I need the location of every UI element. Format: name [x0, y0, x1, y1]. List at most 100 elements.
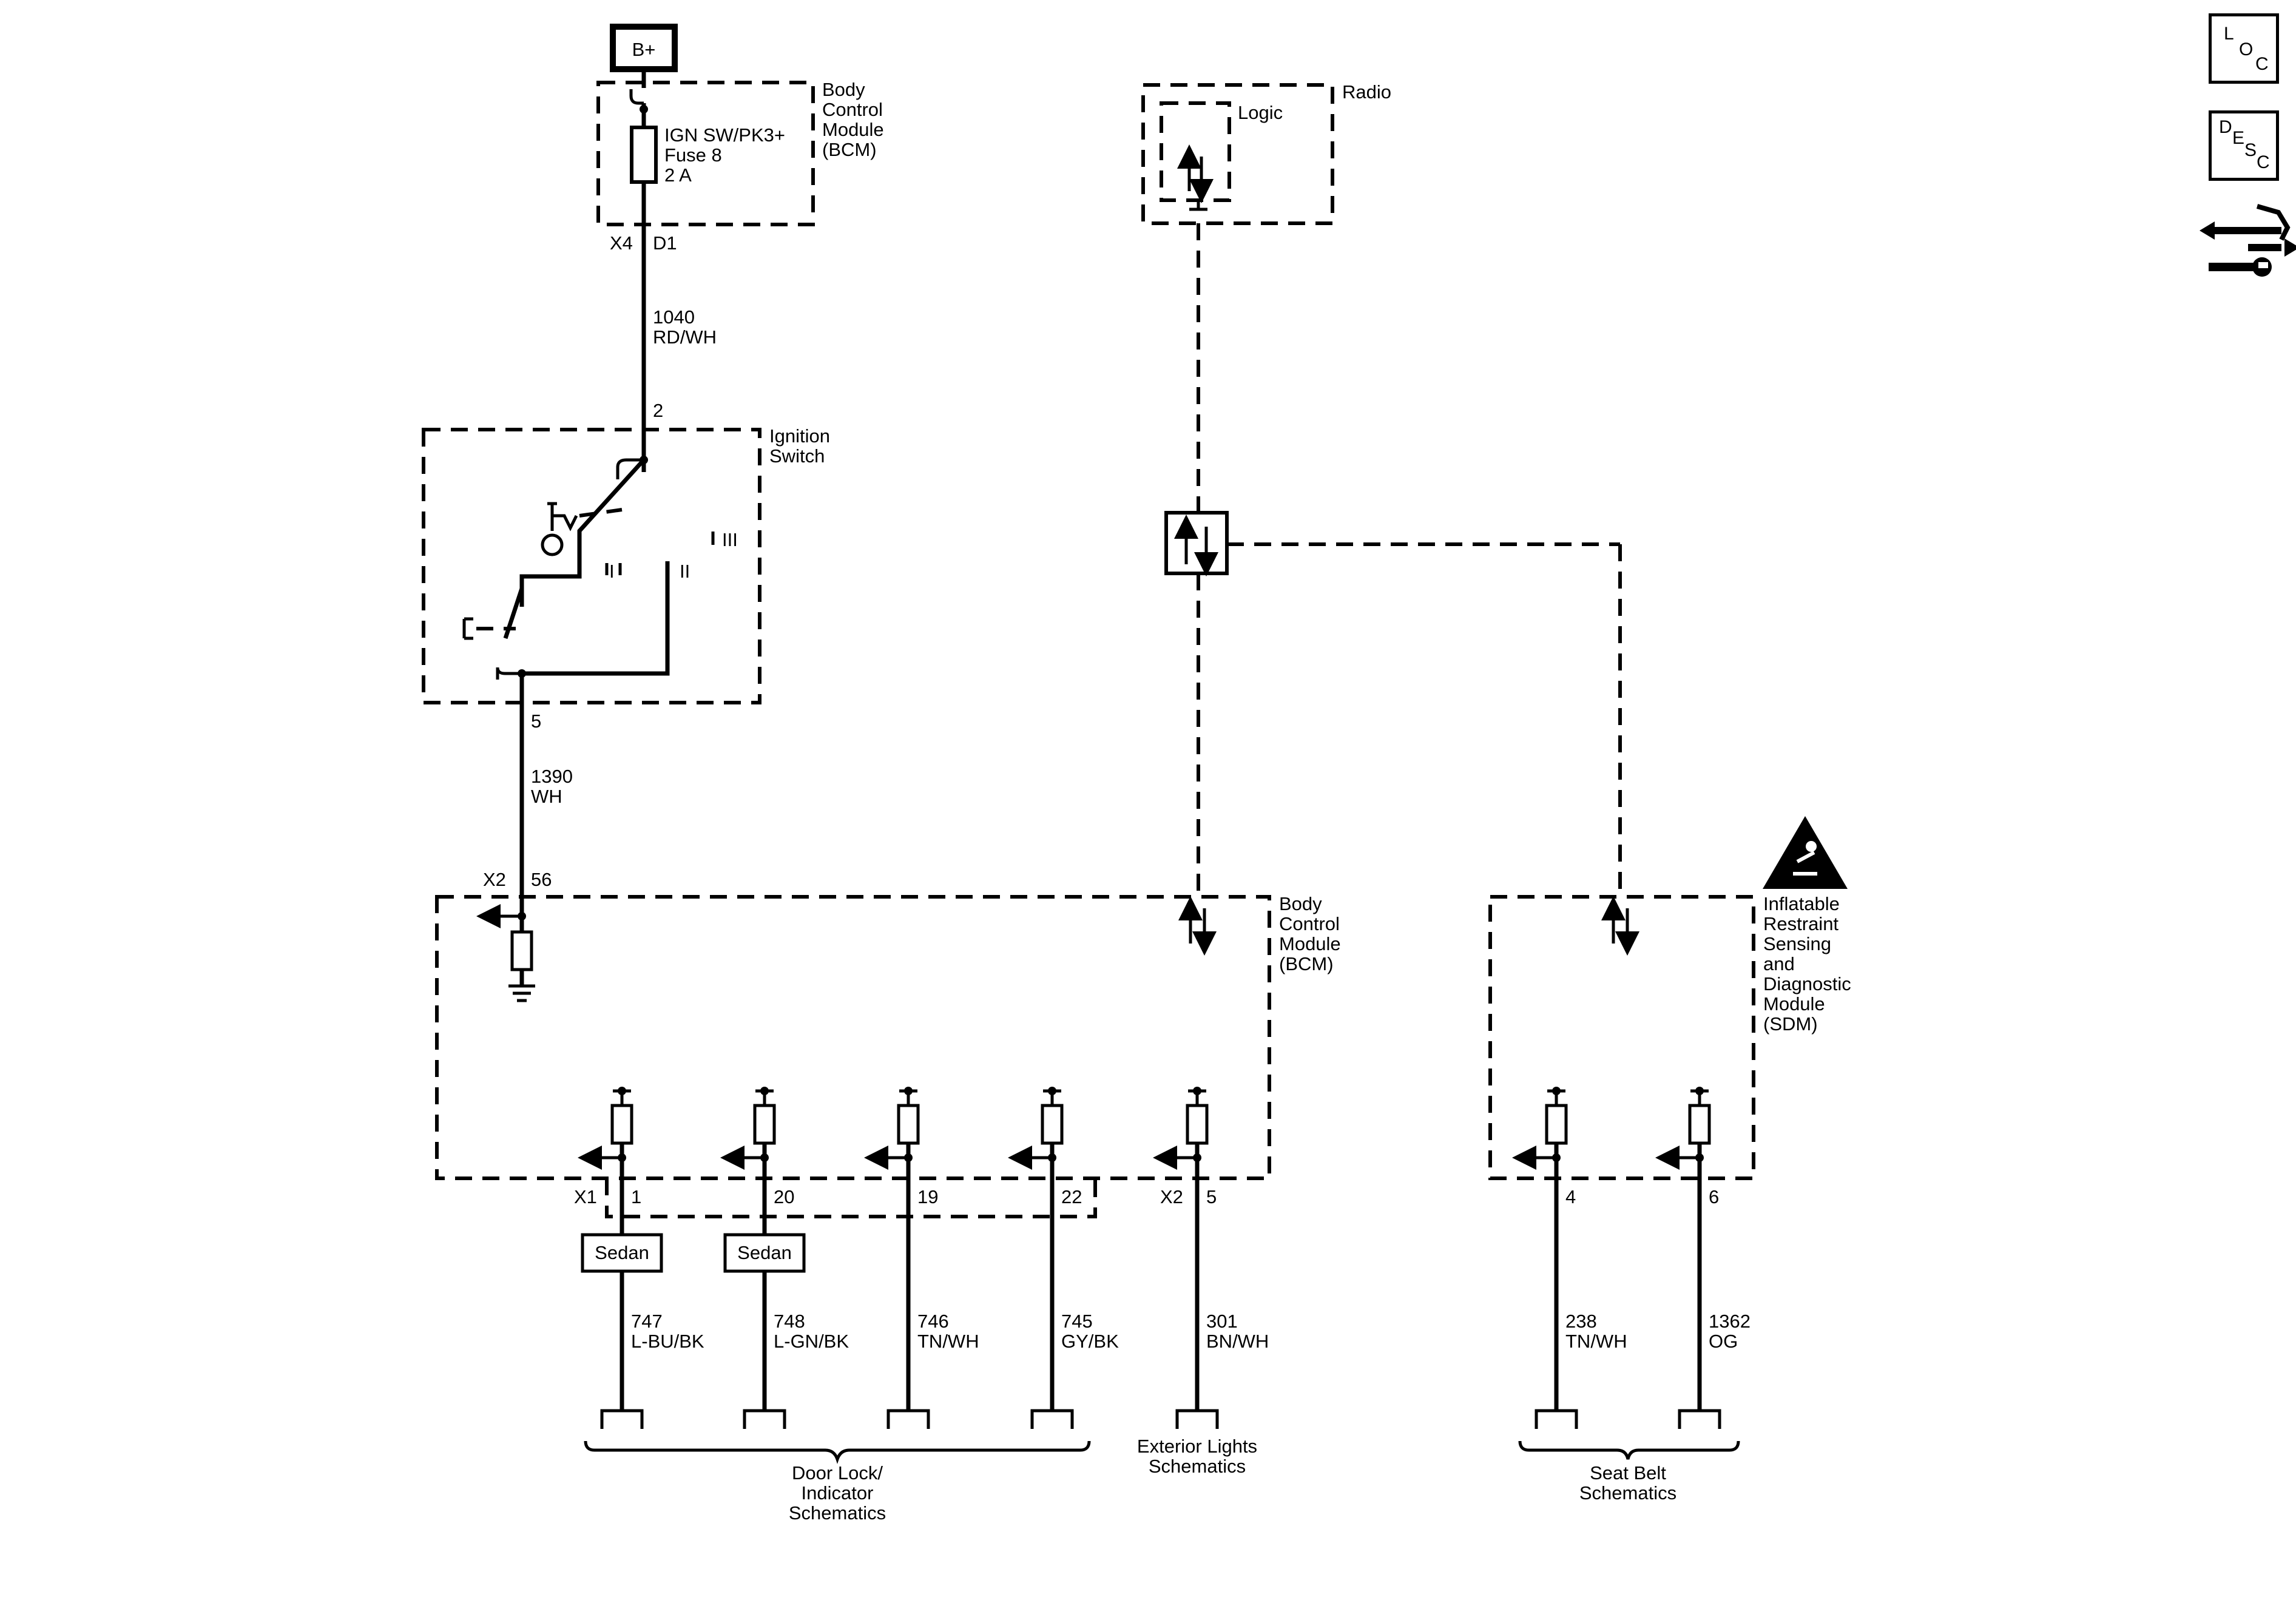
circuit-1040: 1040 [653, 306, 695, 328]
sdm-name-4: and [1763, 953, 1795, 974]
circuit-748: 748 [774, 1311, 805, 1332]
connector-x2-top: X2 [483, 869, 506, 890]
door-lock-brace [584, 1440, 1091, 1464]
circuit-1362: 1362 [1709, 1311, 1751, 1332]
sedan-option-box-1 [581, 1233, 663, 1273]
bcm-top-name-2: Control [822, 99, 883, 120]
ign-position-I: I [609, 561, 615, 582]
bcm-main-name-1: Body [1279, 893, 1322, 914]
circuit-1390: 1390 [531, 766, 573, 787]
sdm-name-5: Diagnostic [1763, 973, 1851, 994]
serial-data-gateway-symbol [1164, 511, 1229, 575]
sdm-pin-4: 4 [1565, 1186, 1576, 1207]
seat-belt-dest-2: Schematics [1579, 1482, 1676, 1504]
pin-20: 20 [774, 1186, 794, 1207]
circuit-238: 238 [1565, 1311, 1597, 1332]
bcm-output-3 [864, 1087, 930, 1429]
sdm-output-1 [1512, 1087, 1578, 1429]
connector-x4: X4 [610, 232, 633, 254]
desc-letter-d: D [2219, 117, 2232, 137]
bcm-top-name-4: (BCM) [822, 139, 877, 160]
sedan-label-2: Sedan [737, 1242, 792, 1263]
fuse-label-2: Fuse 8 [664, 144, 722, 166]
bcm-main-box [435, 895, 1271, 1180]
bcm-output-5 [1153, 1087, 1219, 1429]
bcm-main-name-2: Control [1279, 913, 1340, 934]
ground-symbol [508, 984, 535, 1002]
bcm-fuse-box [596, 81, 815, 226]
ignition-switch-box [422, 428, 761, 704]
seat-belt-dest-1: Seat Belt [1590, 1462, 1666, 1484]
connector-x1-outline [605, 1178, 1097, 1218]
battery-label: B+ [632, 39, 656, 60]
sdm-box [1488, 895, 1755, 1180]
wire-color-745: GY/BK [1061, 1331, 1119, 1352]
bcm-main-name-4: (BCM) [1279, 953, 1334, 974]
pin-1: 1 [631, 1186, 641, 1207]
wire-color-747: L-BU/BK [631, 1331, 704, 1352]
sdm-name-3: Sensing [1763, 933, 1831, 954]
bcm-output-channels [578, 1087, 1219, 1429]
wire-color-748: L-GN/BK [774, 1331, 849, 1352]
ign-position-III: III [722, 529, 738, 550]
ign-position-II: II [680, 561, 690, 582]
fuse-label-1: IGN SW/PK3+ [664, 124, 785, 146]
exterior-lights-dest-1: Exterior Lights [1137, 1436, 1257, 1457]
wire-color-1362: OG [1709, 1331, 1738, 1352]
door-lock-dest-3: Schematics [789, 1502, 886, 1524]
circuit-745: 745 [1061, 1311, 1093, 1332]
bcm-pulldown-resistor [510, 930, 533, 971]
sedan-label-1: Sedan [595, 1242, 649, 1263]
bcm-output-1 [578, 1087, 644, 1429]
location-icon[interactable]: L O C [2209, 13, 2279, 84]
wire-color-1390: WH [531, 786, 562, 807]
bcm-top-name-1: Body [822, 79, 865, 100]
pin-22: 22 [1061, 1186, 1082, 1207]
description-icon[interactable]: D E S C [2209, 110, 2279, 181]
connector-x1: X1 [574, 1186, 597, 1207]
sdm-output-2 [1655, 1087, 1721, 1429]
radio-box [1141, 83, 1334, 225]
loc-letter-o: O [2239, 39, 2254, 59]
ign-name-1: Ignition [769, 425, 830, 447]
ign-name-2: Switch [769, 445, 825, 467]
desc-letter-e: E [2232, 128, 2245, 148]
door-lock-dest-2: Indicator [802, 1482, 874, 1504]
circuit-747: 747 [631, 1311, 663, 1332]
sdm-name-1: Inflatable [1763, 893, 1840, 914]
airbag-warning-icon [1763, 816, 1848, 889]
wire-color-1040: RD/WH [653, 326, 717, 348]
bcm-output-2 [720, 1087, 786, 1429]
bcm-main-name-3: Module [1279, 933, 1341, 954]
ign-pin-2: 2 [653, 400, 663, 421]
door-lock-dest-1: Door Lock/ [792, 1462, 883, 1484]
exterior-lights-dest-2: Schematics [1149, 1456, 1246, 1477]
loc-letter-c: C [2255, 54, 2269, 74]
pin-56: 56 [531, 869, 552, 890]
sdm-name-7: (SDM) [1763, 1013, 1818, 1035]
bcm-output-4 [1008, 1087, 1074, 1429]
radio-logic-label: Logic [1238, 102, 1283, 123]
bcm-top-name-3: Module [822, 119, 884, 140]
desc-letter-s: S [2244, 140, 2257, 160]
circuit-301: 301 [1206, 1311, 1238, 1332]
sdm-pin-6: 6 [1709, 1186, 1719, 1207]
loc-letter-l: L [2224, 24, 2234, 44]
fuse-label-3: 2 A [664, 164, 692, 186]
seat-belt-brace [1518, 1440, 1740, 1460]
sdm-name-2: Restraint [1763, 913, 1838, 934]
connector-x2-bottom: X2 [1160, 1186, 1183, 1207]
fuse-8-symbol [630, 126, 658, 184]
sedan-option-box-2 [723, 1233, 806, 1273]
pin-d1: D1 [653, 232, 677, 254]
connector-wrench-icon[interactable] [2200, 204, 2296, 277]
radio-label: Radio [1342, 81, 1391, 103]
battery-positive-box: B+ [610, 24, 678, 72]
wire-color-746: TN/WH [917, 1331, 979, 1352]
radio-logic-box [1160, 101, 1231, 202]
pin-5-x2: 5 [1206, 1186, 1217, 1207]
wire-color-301: BN/WH [1206, 1331, 1269, 1352]
circuit-746: 746 [917, 1311, 949, 1332]
pin-19: 19 [917, 1186, 938, 1207]
